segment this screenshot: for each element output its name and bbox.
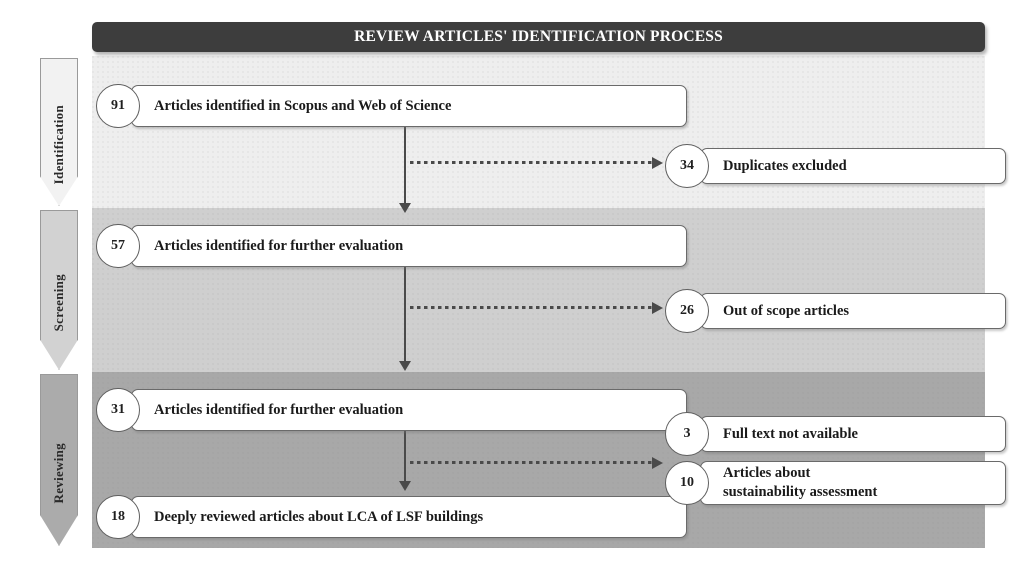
count-badge: 18 <box>96 495 140 539</box>
count-badge: 91 <box>96 84 140 128</box>
node-label: Duplicates excluded <box>723 157 847 174</box>
node-box: Deeply reviewed articles about LCA of LS… <box>131 496 687 538</box>
count-badge: 26 <box>665 289 709 333</box>
stage-arrow-identification: Identification <box>40 58 78 206</box>
node-label: Articles identified in Scopus and Web of… <box>154 97 452 114</box>
page-title: REVIEW ARTICLES' IDENTIFICATION PROCESS <box>354 28 723 45</box>
stage-band-identification <box>92 56 985 208</box>
node-label: Full text not available <box>723 425 858 442</box>
flow-node-articles-identified-scopus-wos: 91 Articles identified in Scopus and Web… <box>96 84 687 128</box>
node-box: Articles identified for further evaluati… <box>131 389 687 431</box>
stage-label-identification: Identification <box>51 105 66 185</box>
node-label: Deeply reviewed articles about LCA of LS… <box>154 508 484 525</box>
flow-node-duplicates-excluded: 34 Duplicates excluded <box>665 144 1006 188</box>
diagram-title-bar: REVIEW ARTICLES' IDENTIFICATION PROCESS <box>92 22 985 52</box>
flow-node-articles-about-sustainability-assessment: 10 Articles about sustainability assessm… <box>665 461 1006 505</box>
stage-arrow-reviewing: Reviewing <box>40 374 78 546</box>
stage-label-screening: Screening <box>51 274 66 332</box>
dotted-arrow-to-out-of-scope <box>410 301 663 314</box>
count-badge: 10 <box>665 461 709 505</box>
dotted-arrow-to-exclusions-reviewing <box>410 456 663 469</box>
node-label: Articles identified for further evaluati… <box>154 237 404 254</box>
count-badge: 34 <box>665 144 709 188</box>
node-box: Articles identified in Scopus and Web of… <box>131 85 687 127</box>
node-box: Articles about sustainability assessment <box>700 461 1006 505</box>
node-label: Articles about sustainability assessment <box>723 465 878 500</box>
down-arrow-reviewing-to-final <box>399 430 411 491</box>
node-box: Duplicates excluded <box>700 148 1006 184</box>
down-arrow-identification-to-screening <box>399 126 411 213</box>
node-box: Articles identified for further evaluati… <box>131 225 687 267</box>
node-label: Articles identified for further evaluati… <box>154 401 404 418</box>
node-box: Out of scope articles <box>700 293 1006 329</box>
flow-node-articles-further-evaluation-screening: 57 Articles identified for further evalu… <box>96 224 687 268</box>
stage-arrow-screening: Screening <box>40 210 78 370</box>
down-arrow-screening-to-reviewing <box>399 266 411 371</box>
flow-node-full-text-not-available: 3 Full text not available <box>665 412 1006 456</box>
flow-node-articles-further-evaluation-reviewing: 31 Articles identified for further evalu… <box>96 388 687 432</box>
count-badge: 57 <box>96 224 140 268</box>
node-label: Out of scope articles <box>723 302 850 319</box>
count-badge: 31 <box>96 388 140 432</box>
stage-label-reviewing: Reviewing <box>51 442 66 504</box>
count-badge: 3 <box>665 412 709 456</box>
flow-node-out-of-scope-articles: 26 Out of scope articles <box>665 289 1006 333</box>
dotted-arrow-to-duplicates-excluded <box>410 156 663 169</box>
node-box: Full text not available <box>700 416 1006 452</box>
flow-node-deeply-reviewed-articles: 18 Deeply reviewed articles about LCA of… <box>96 495 687 539</box>
